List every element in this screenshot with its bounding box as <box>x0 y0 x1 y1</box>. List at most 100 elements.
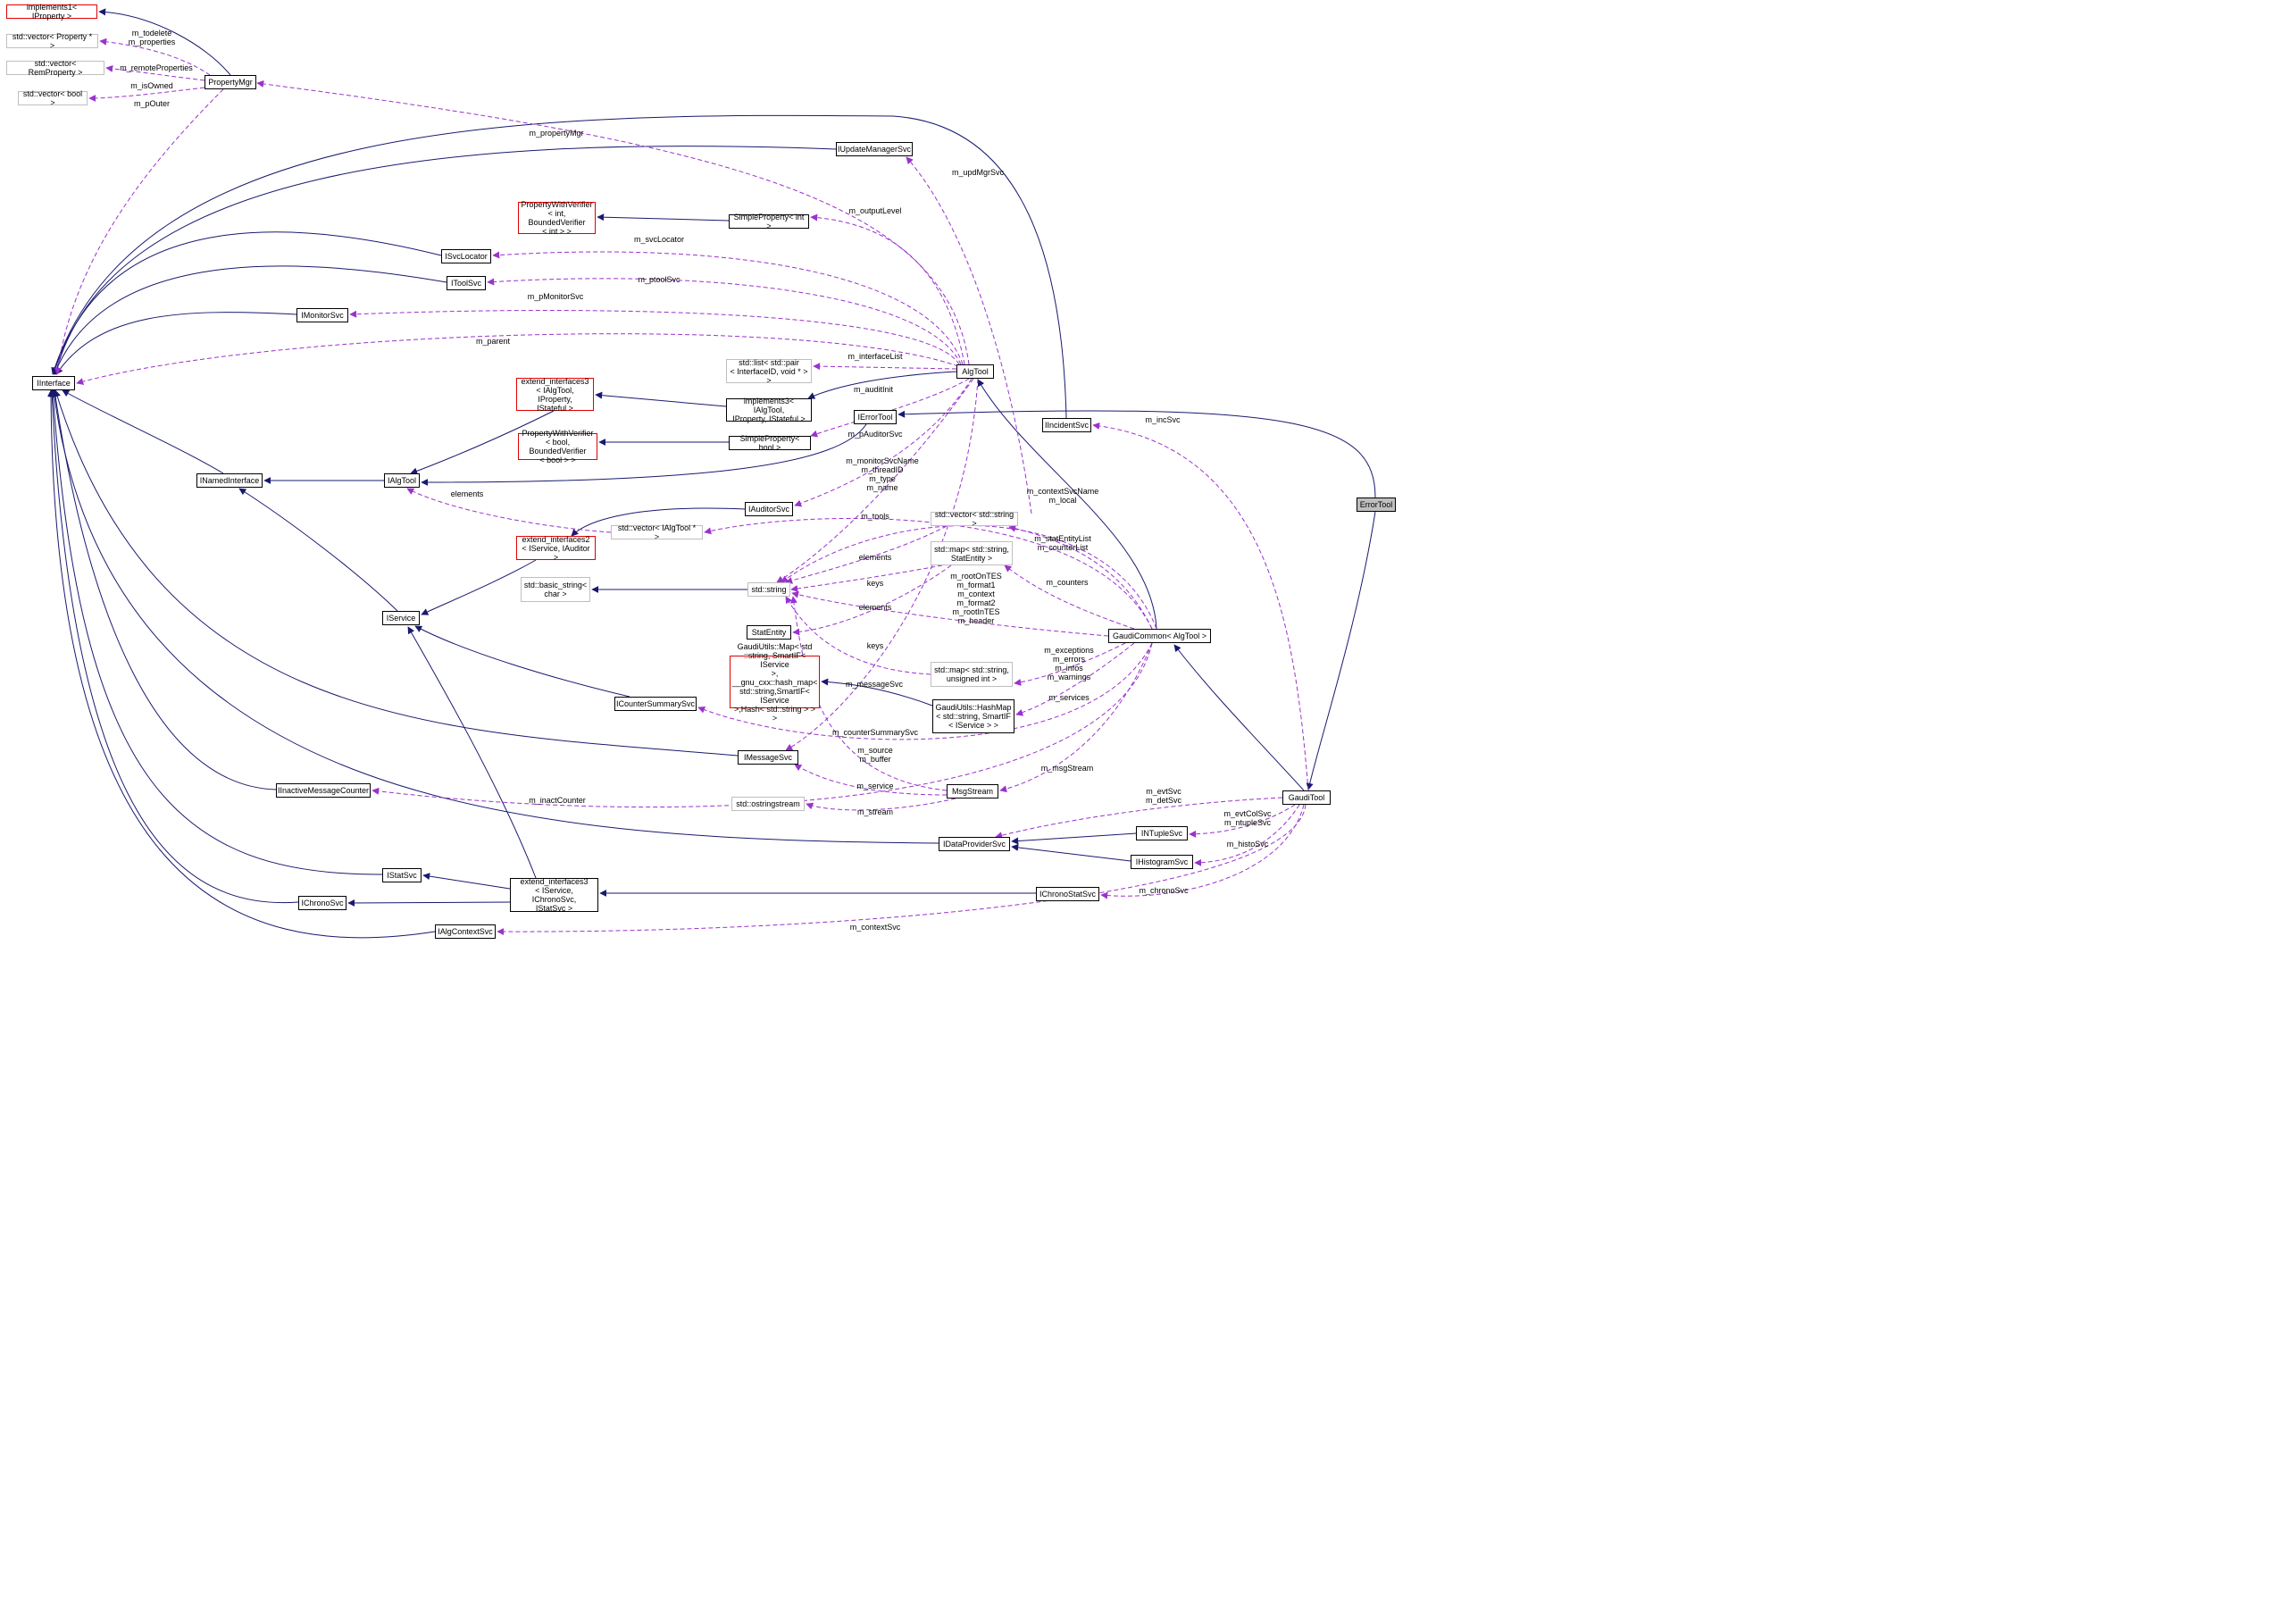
node-intuplesvc[interactable]: INTupleSvc <box>1136 826 1188 840</box>
node-basic-string[interactable]: std::basic_string< char > <box>521 577 590 602</box>
node-ialgcontextsvc[interactable]: IAlgContextSvc <box>435 924 496 939</box>
edge-propertymgr-iinterface <box>54 88 224 375</box>
node-iinactivemessagecounter[interactable]: IInactiveMessageCounter <box>276 783 371 798</box>
node-ialgtool[interactable]: IAlgTool <box>384 473 420 488</box>
node-vector-bool[interactable]: std::vector< bool > <box>18 89 88 107</box>
node-msgstream[interactable]: MsgStream <box>947 784 998 798</box>
node-imessagesvc[interactable]: IMessageSvc <box>738 750 798 765</box>
node-extend-interfaces3-algtool[interactable]: extend_interfaces3 < IAlgTool, IProperty… <box>516 377 594 413</box>
node-simpleproperty-bool[interactable]: SimpleProperty< bool > <box>729 434 811 452</box>
edge-label-m-msgStream: m_msgStream <box>1041 764 1094 773</box>
edge-extend2-iservice <box>421 559 537 615</box>
edge-label-m-tools: m_tools <box>861 512 889 521</box>
edge-istatsvc-iinterface <box>49 389 383 875</box>
edge-gaudicommon-inactive <box>372 642 1153 808</box>
node-std-string[interactable]: std::string <box>747 582 790 597</box>
node-propertymgr[interactable]: PropertyMgr <box>205 75 256 89</box>
edge-msgstream-stdstring <box>789 596 948 791</box>
node-imonitorsvc[interactable]: IMonitorSvc <box>296 308 348 322</box>
node-propertywithverifier-bool[interactable]: PropertyWithVerifier < bool, BoundedVeri… <box>518 429 597 464</box>
edge-imessagesvc-iinterface <box>54 389 739 757</box>
node-ichronostatsvc[interactable]: IChronoStatSvc <box>1036 887 1099 901</box>
edge-vectorialgtool-ialgtool <box>406 488 612 533</box>
node-inamedinterface[interactable]: INamedInterface <box>196 473 263 488</box>
edge-gaudicommon-stdstring-2 <box>791 590 1109 637</box>
edge-propertymgr-vectorproperty <box>99 38 211 76</box>
edge-mapuint-stdstring <box>785 596 931 675</box>
node-iservice[interactable]: IService <box>382 611 420 625</box>
node-map-statentity[interactable]: std::map< std::string, StatEntity > <box>931 541 1013 565</box>
edge-label-m-pOuter: m_pOuter <box>134 99 170 108</box>
edge-algtool-simplepropertyint <box>810 213 965 365</box>
edge-iservice-inamedinterface <box>238 488 398 612</box>
node-istatsvc[interactable]: IStatSvc <box>382 868 422 882</box>
edge-label-keys-statentity: keys <box>867 579 884 588</box>
node-itoolsvc[interactable]: IToolSvc <box>447 276 486 290</box>
node-statentity[interactable]: StatEntity <box>747 625 791 640</box>
node-ostringstream[interactable]: std::ostringstream <box>731 797 805 811</box>
edge-gauditool-intuple <box>1189 804 1296 838</box>
node-algtool[interactable]: AlgTool <box>956 364 994 379</box>
edge-gaudicommon-mapstatentity <box>1004 564 1135 630</box>
node-simpleproperty-int[interactable]: SimpleProperty< int > <box>729 213 809 230</box>
edge-inactive-iinterface <box>52 389 277 790</box>
edge-gauditool-ialgcontext <box>497 804 1307 936</box>
node-ichronosvc[interactable]: IChronoSvc <box>298 896 346 910</box>
node-isvclocator[interactable]: ISvcLocator <box>441 249 491 263</box>
node-ihistogramsvc[interactable]: IHistogramSvc <box>1131 855 1193 869</box>
edge-label-m-incSvc: m_incSvc <box>1145 415 1181 424</box>
edge-label-m-contextSvc: m_contextSvc <box>850 923 901 932</box>
node-implements3[interactable]: implements3< IAlgTool, IProperty, IState… <box>726 397 812 423</box>
edge-inamedinterface-iinterface <box>62 389 224 474</box>
node-gaudicommon-algtool[interactable]: GaudiCommon< AlgTool > <box>1108 629 1211 643</box>
node-iincidentsvc[interactable]: IIncidentSvc <box>1042 418 1091 432</box>
node-vector-ialgtool[interactable]: std::vector< IAlgTool * > <box>611 523 703 541</box>
edge-algtool-imonitorsvc <box>349 310 960 365</box>
node-icountersummarysvc[interactable]: ICounterSummarySvc <box>614 697 697 711</box>
node-iinterface[interactable]: IInterface <box>32 376 75 390</box>
edge-iincidentsvc-iinterface <box>51 114 1067 419</box>
edge-algtool-isvclocator <box>492 251 964 365</box>
node-errortool[interactable]: ErrorTool <box>1357 497 1396 512</box>
node-idataprovidersvc[interactable]: IDataProviderSvc <box>939 837 1010 851</box>
node-vector-property[interactable]: std::vector< Property * > <box>6 32 98 50</box>
edge-algtool-itoolsvc <box>487 278 962 365</box>
edge-label-m-parent: m_parent <box>476 337 511 346</box>
node-implements1-iproperty[interactable]: implements1< IProperty > <box>6 3 97 21</box>
edge-label-m-service: m_service <box>856 782 893 790</box>
node-extend-interfaces2[interactable]: extend_interfaces2 < IService, IAuditor … <box>516 535 596 562</box>
node-propertywithverifier-int[interactable]: PropertyWithVerifier < int, BoundedVerif… <box>518 200 596 236</box>
edge-label-m-counters: m_counters <box>1046 578 1089 587</box>
edge-implements3-extend <box>595 391 727 407</box>
node-map-uint[interactable]: std::map< std::string, unsigned int > <box>931 662 1013 687</box>
edge-gaudicommon-hashmap <box>1015 642 1135 716</box>
edge-gaudicommon-stdstring <box>781 524 1157 630</box>
node-stdlist-pair[interactable]: std::list< std::pair < InterfaceID, void… <box>726 358 812 385</box>
node-extend-interfaces3-service[interactable]: extend_interfaces3 < IService, IChronoSv… <box>510 877 598 913</box>
node-gaudiutils-hashmap[interactable]: GaudiUtils::HashMap < std::string, Smart… <box>932 699 1014 733</box>
edge-label-m-chronoSvc: m_chronoSvc <box>1139 886 1189 895</box>
edge-mapstatentity-stdstring <box>790 564 943 592</box>
node-vector-string[interactable]: std::vector< std::string > <box>931 510 1018 528</box>
node-vector-remproperty[interactable]: std::vector< RemProperty > <box>6 59 104 77</box>
edge-ialgcontext-iinterface <box>47 389 436 939</box>
node-gaudiutils-map[interactable]: GaudiUtils::Map< std ::string, SmartIF< … <box>730 642 820 723</box>
edge-ichronosvc-iinterface <box>48 389 299 904</box>
node-iauditorsvc[interactable]: IAuditorSvc <box>745 502 793 516</box>
edge-isvclocator-iinterface <box>52 231 442 375</box>
edge-propertymgr-vectorbool <box>88 87 205 102</box>
node-ierrortool[interactable]: IErrorTool <box>854 410 897 424</box>
edge-mapstatentity-statentity <box>792 564 952 636</box>
edge-gaudicommon-msgstream <box>999 642 1153 793</box>
node-gauditool[interactable]: GaudiTool <box>1282 790 1331 805</box>
edge-label-m-updMgrSvc: m_updMgrSvc <box>952 168 1005 177</box>
edge-label-m-services: m_services <box>1048 693 1090 702</box>
node-iupdatemanagersvc[interactable]: IUpdateManagerSvc <box>836 142 913 156</box>
